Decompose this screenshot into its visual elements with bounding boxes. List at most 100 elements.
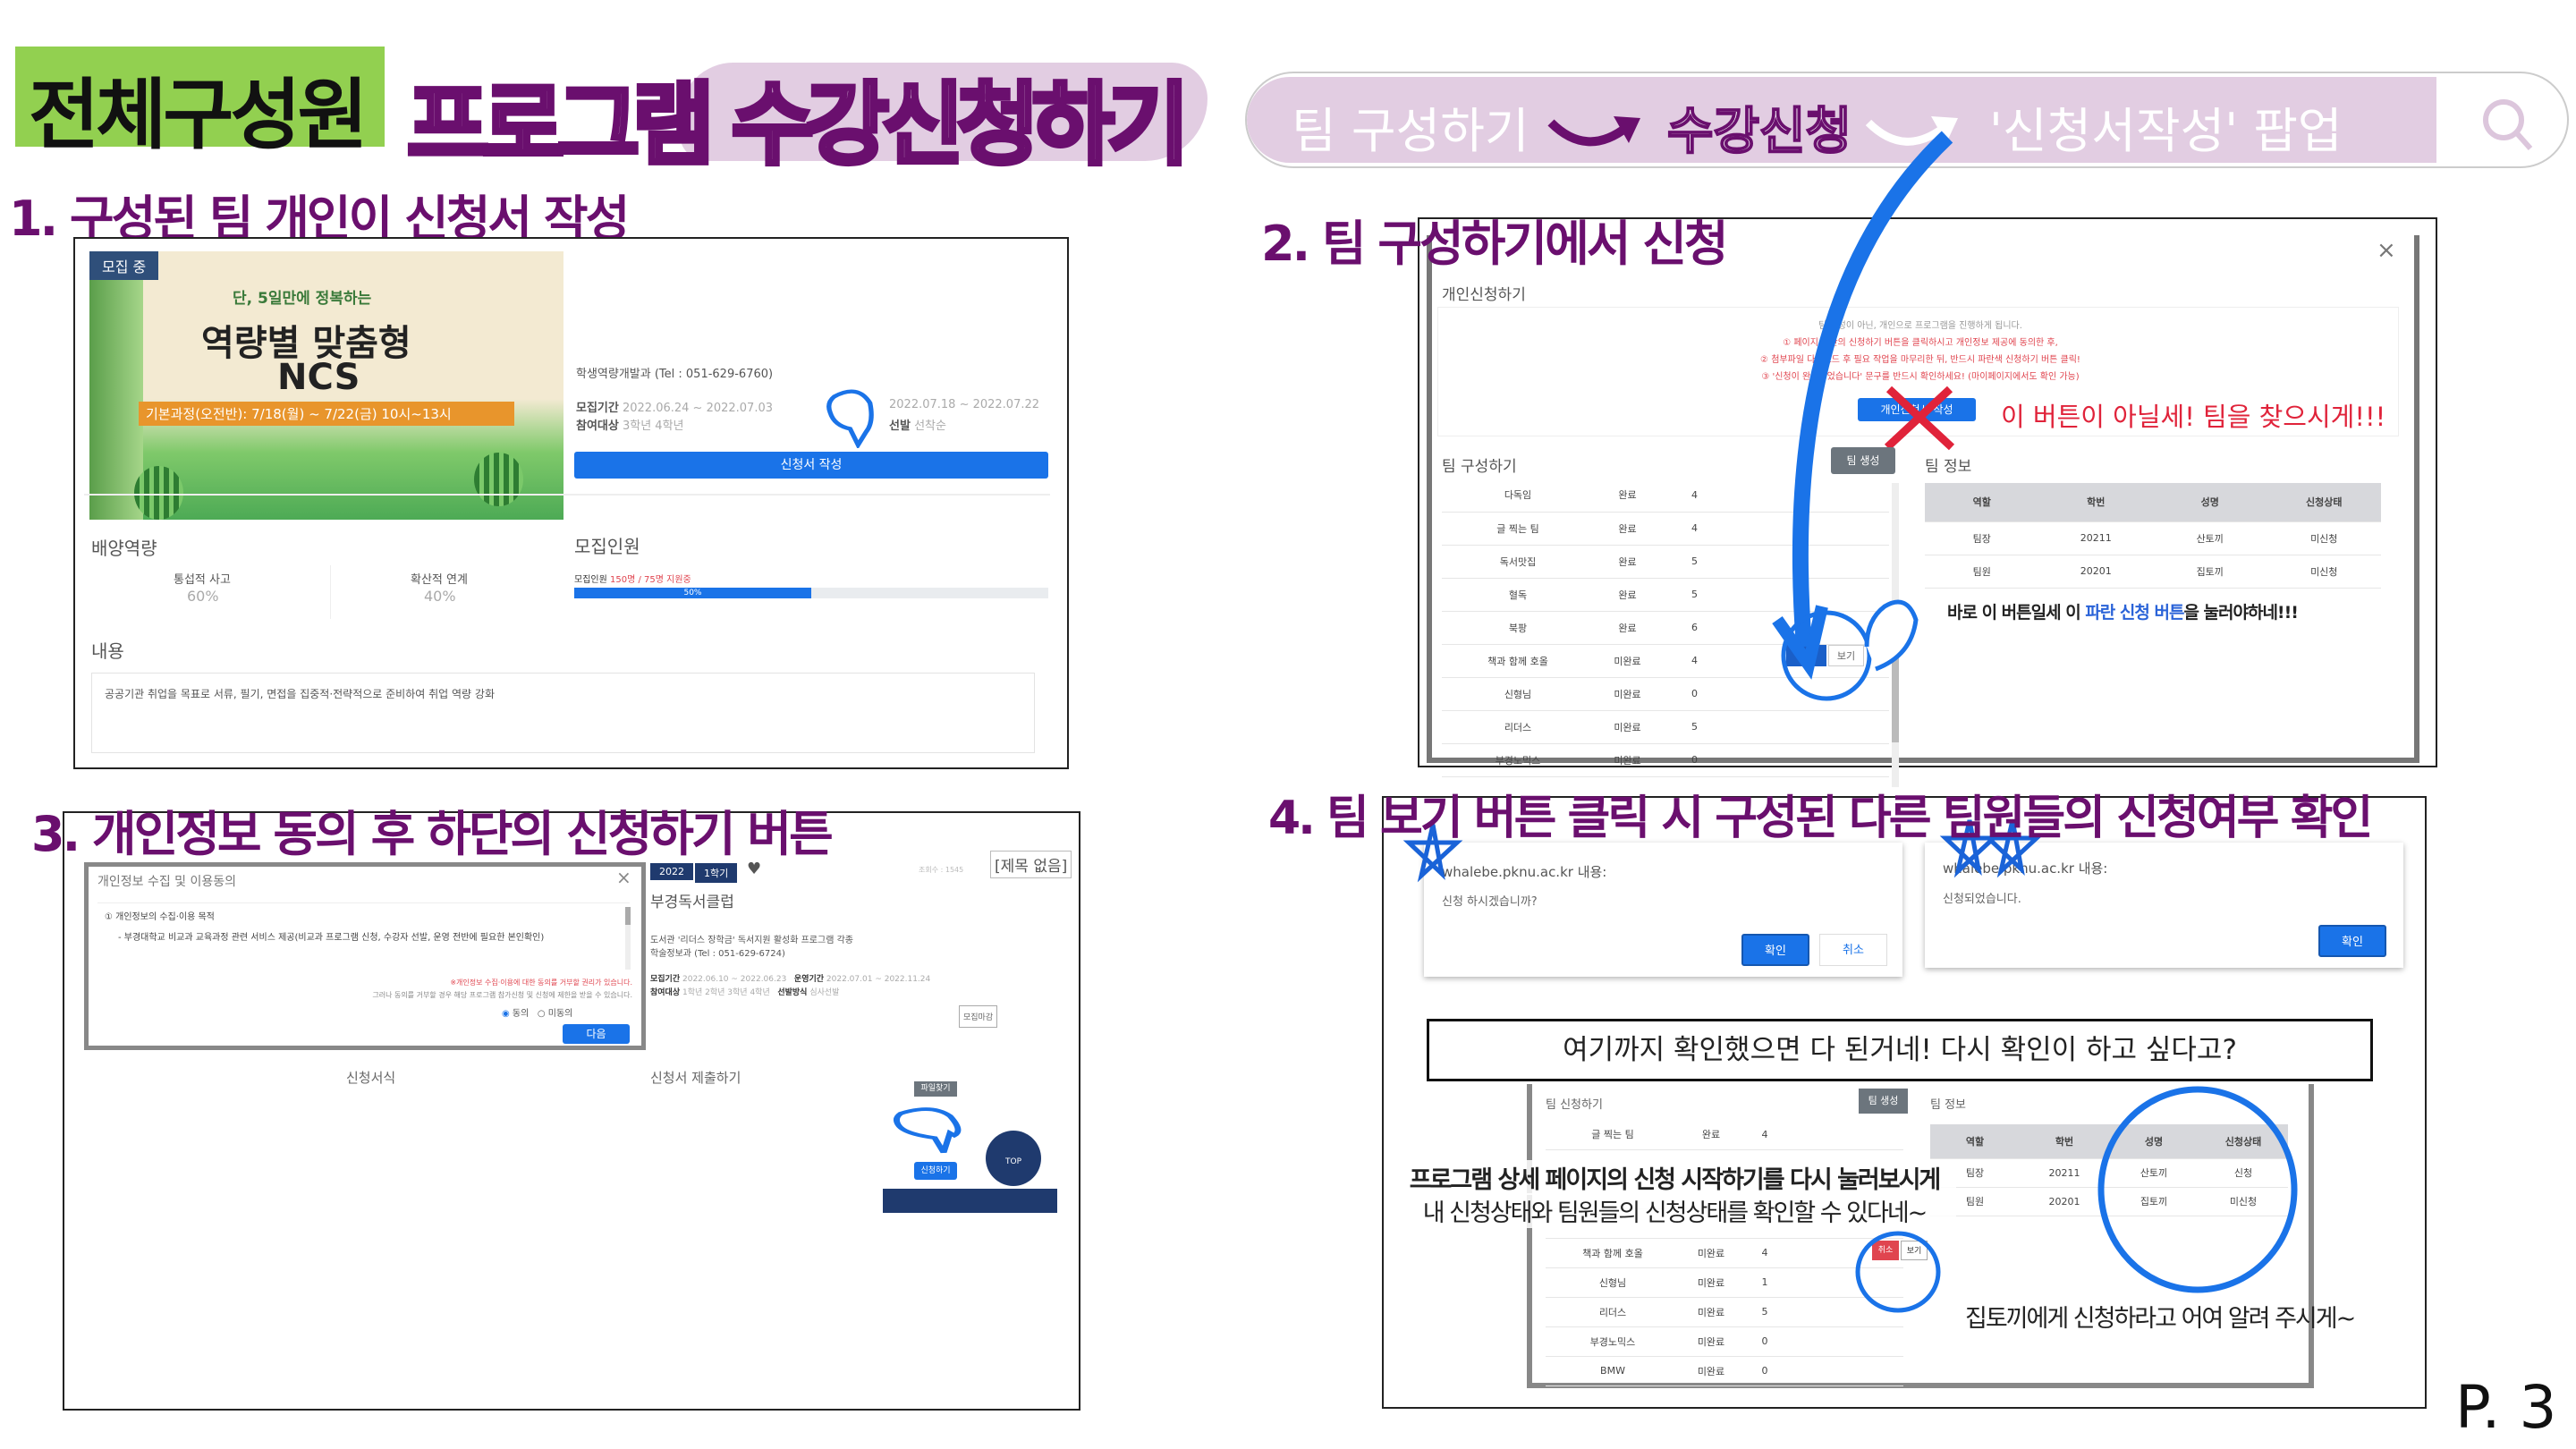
value: 심사선발 — [809, 988, 840, 997]
team-status: 미완료 — [1680, 1267, 1742, 1298]
team-status: 완료 — [1594, 578, 1661, 612]
write-application-button[interactable]: 신청서 작성 — [574, 452, 1048, 479]
notice-box — [1437, 307, 2399, 436]
member-count: 0 — [1661, 677, 1728, 711]
value: 2022.06.10 ~ 2022.06.23 — [682, 975, 787, 984]
close-button[interactable]: × — [616, 867, 631, 888]
file-browse-button[interactable]: 파일찾기 — [914, 1081, 957, 1097]
team-name: 부경노믹스 — [1546, 1326, 1680, 1357]
cancel-button[interactable]: 취소 — [1819, 934, 1887, 966]
section2-heading: 2. 팀 구성하기에서 신청 — [1261, 216, 1729, 272]
untitled-tab[interactable]: [제목 없음] — [990, 851, 1072, 878]
actions — [1728, 743, 1889, 777]
team-name: 다독임 — [1442, 479, 1594, 513]
page-number: P. 3 — [2455, 1373, 2557, 1442]
content-textarea[interactable]: 공공기관 취업을 목표로 서류, 필기, 면접을 집중적·전략적으로 준비하여 … — [91, 673, 1035, 753]
team-name: 신형님 — [1442, 677, 1594, 711]
confirm-button[interactable]: 확인 — [2318, 925, 2386, 957]
program-detail-panel: 모집 중 단, 5일만에 정복하는 역량별 맞춤형 NCS 기본과정(오전반):… — [73, 237, 1069, 769]
label: 미동의 — [547, 1009, 573, 1019]
team-apply-panel: × 개인신청하기 팀 구성이 아닌, 개인으로 프로그램을 진행하게 됩니다.①… — [1418, 131, 2437, 787]
hint-blue: 파란 신청 버튼 — [2085, 603, 2184, 623]
member-count: 0 — [1661, 743, 1728, 777]
team-name: 책과 함께 호올 — [1442, 644, 1594, 678]
modal-title: 개인정보 수집 및 이용동의 — [97, 875, 237, 889]
label: 모집기간 — [650, 975, 681, 984]
select-row: 선발 선착순 — [889, 416, 946, 433]
member-count: 4 — [1742, 1120, 1787, 1150]
create-team-button[interactable]: 팀 생성 — [1831, 447, 1895, 474]
actions — [1728, 710, 1889, 744]
apply-button[interactable]: 신청하기 — [914, 1162, 957, 1180]
purpose-title: ① 개인정보의 수집·이용 목적 — [105, 912, 215, 922]
dialog-title: 개인신청하기 — [1442, 286, 1526, 304]
team-name: 독서맛집 — [1442, 545, 1594, 579]
team-apply-label: 팀 신청하기 — [1546, 1098, 1603, 1112]
team-name: 부경노믹스 — [1442, 743, 1594, 777]
banner-title: 역량별 맞춤형 — [201, 323, 411, 364]
label: 동의 — [512, 1009, 530, 1019]
confirm-button[interactable]: 확인 — [1741, 934, 1809, 966]
heart-icon[interactable]: ♥ — [747, 860, 762, 878]
team-view-button[interactable]: 보기 — [1901, 1241, 1928, 1260]
table-cell: 미신청 — [2267, 521, 2381, 555]
agree-radio[interactable]: ◉ 동의 — [502, 1009, 530, 1019]
label: 모집인원 — [574, 575, 607, 585]
search-icon[interactable] — [2477, 93, 2539, 156]
pointing-hand-icon — [826, 389, 874, 448]
disagree-radio[interactable]: ○ 미동의 — [537, 1009, 573, 1019]
actions — [1787, 1356, 1903, 1386]
team-view-button[interactable]: 보기 — [1828, 645, 1864, 666]
team-cancel-button[interactable]: 취소 — [1872, 1241, 1899, 1260]
competency-label: 배양역량 — [91, 538, 157, 559]
team-status: 완료 — [1594, 479, 1661, 513]
period-row: 모집기간 2022.06.24 ~ 2022.07.03 — [576, 398, 773, 415]
create-team-button[interactable]: 팀 생성 — [1859, 1089, 1908, 1114]
year-tag: 2022 — [650, 863, 693, 880]
competency-1: 통섭적 사고 — [174, 573, 231, 587]
consent-warning-2: 그러나 동의를 거부할 경우 해당 프로그램 참가신청 및 신청에 제한을 받을… — [372, 991, 632, 999]
program-desc: 도서관 '리더스 장학금' 독서지원 활성화 프로그램 각종 — [650, 936, 853, 945]
next-button[interactable]: 다음 — [563, 1024, 630, 1044]
member-count: 6 — [1661, 611, 1728, 645]
team-status: 미완료 — [1680, 1326, 1742, 1357]
label: 선발방식 — [777, 988, 808, 997]
competency-1-value: 60% — [187, 588, 219, 605]
scrollbar[interactable] — [625, 907, 631, 970]
column-header: 역할 — [1930, 1124, 2020, 1159]
team-status: 완료 — [1594, 512, 1661, 546]
close-button[interactable]: × — [2377, 237, 2396, 264]
notice-lines: 팀 구성이 아닌, 개인으로 프로그램을 진행하게 됩니다.① 페이지 하단의 … — [1634, 318, 2207, 386]
arrow-icon — [1547, 116, 1640, 147]
team-build-label: 팀 구성하기 — [1442, 458, 1517, 476]
column-header: 신청상태 — [2267, 483, 2381, 522]
label: 선발 — [889, 419, 911, 433]
scroll-top-button[interactable]: TOP — [986, 1131, 1041, 1186]
team-name: 혈독 — [1442, 578, 1594, 612]
step-team: 팀 구성하기 — [1292, 103, 1530, 159]
content-label: 내용 — [91, 640, 124, 662]
footer-bar — [883, 1189, 1057, 1213]
callout-box: 여기까지 확인했으면 다 된거네! 다시 확인이 하고 싶다고? — [1427, 1019, 2373, 1081]
consent-radios: ◉ 동의 ○ 미동의 — [502, 1005, 572, 1019]
hint-post: 을 눌러야하네!!! — [2183, 603, 2298, 623]
audience-tag-text: 전체구성원 — [29, 71, 369, 160]
label: 모집기간 — [576, 402, 619, 415]
submit-label: 신청서 제출하기 — [650, 1070, 741, 1086]
circle-annotation — [2097, 1086, 2298, 1293]
closed-button[interactable]: 모집마감 — [959, 1005, 998, 1028]
team-name: 책과 함께 호올 — [1546, 1238, 1680, 1268]
form-label: 신청서식 — [346, 1070, 396, 1086]
section4-heading: 4. 팀 보기 버튼 클릭 시 구성된 다른 팀원들의 신청여부 확인 — [1268, 792, 2373, 845]
program-name: 부경독서클럽 — [650, 894, 734, 911]
